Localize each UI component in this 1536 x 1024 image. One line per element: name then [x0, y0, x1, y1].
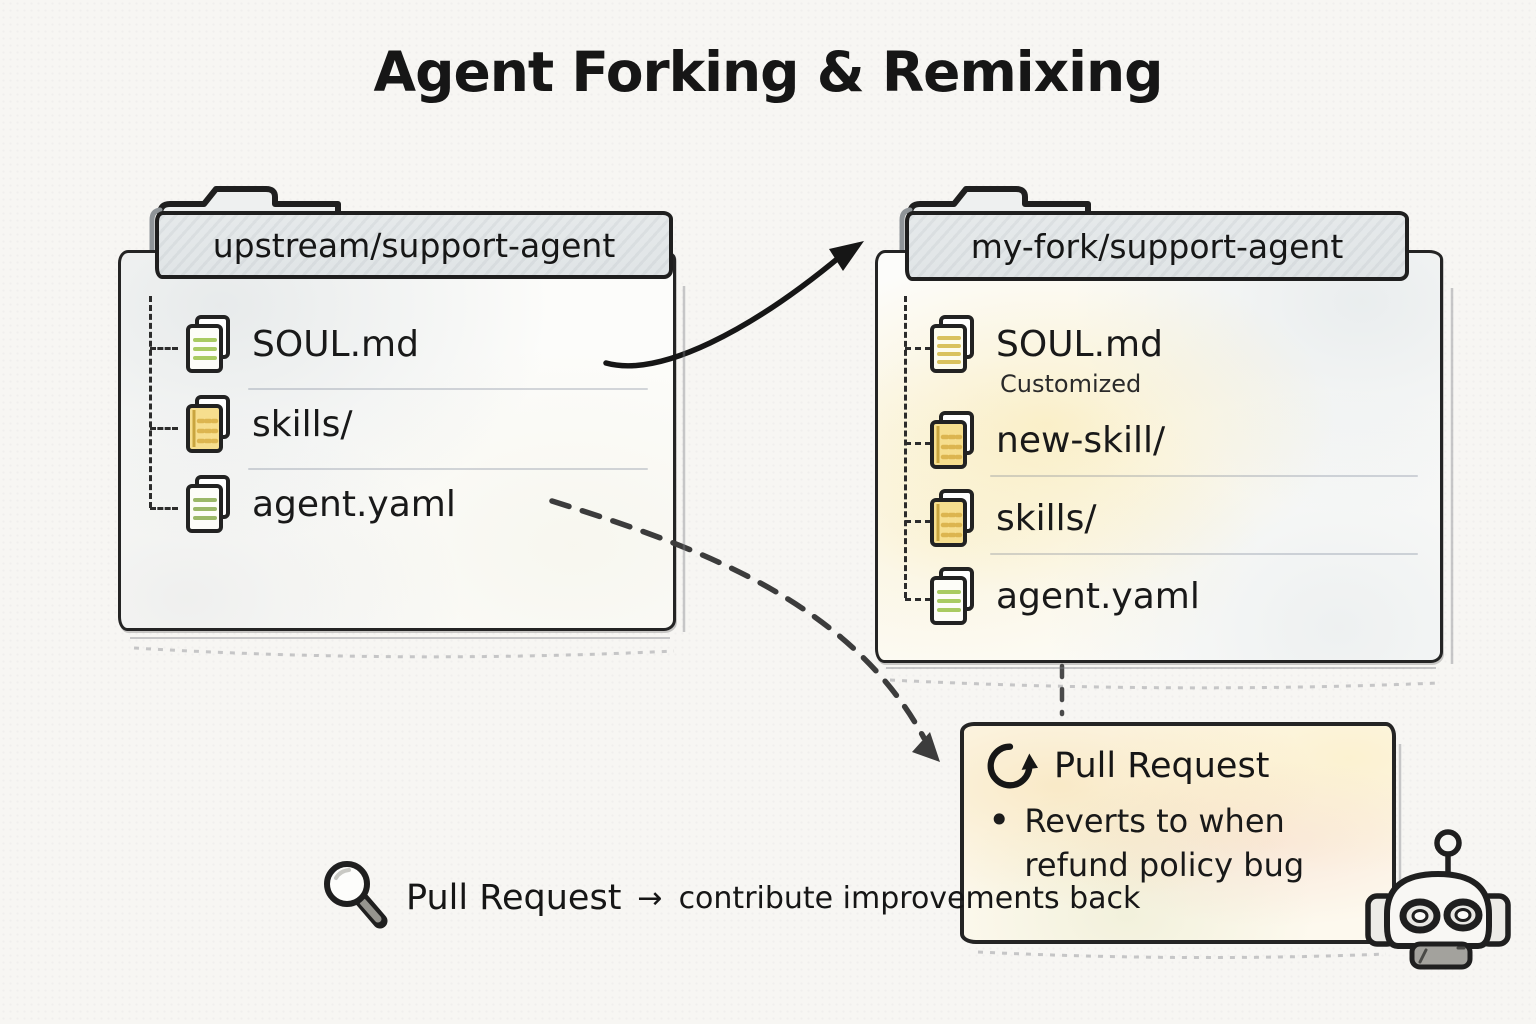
left-tree-line	[149, 296, 152, 508]
sync-circular-arrow-icon	[987, 743, 1038, 789]
caption-lead: Pull Request	[406, 878, 622, 918]
diagram-title: Agent Forking & Remixing	[373, 40, 1164, 104]
left-tree-branch	[150, 347, 178, 350]
right-repo-tab: my-fork/support-agent	[905, 211, 1409, 281]
folder-files-yellow-icon	[930, 489, 974, 547]
right-repo-name: my-fork/support-agent	[970, 226, 1344, 266]
right-tree-line	[904, 296, 907, 598]
file-label: skills/	[996, 497, 1097, 539]
caption: Pull Request → contribute improvements b…	[318, 858, 1140, 938]
document-green-lines-icon	[186, 475, 230, 533]
left-tree-branch	[150, 507, 178, 510]
right-tree-branch	[905, 347, 931, 350]
file-row: SOUL.md	[184, 314, 419, 374]
right-tree-branch	[905, 442, 931, 445]
row-separator	[248, 388, 648, 390]
robot-head-icon	[1365, 829, 1511, 970]
file-row: new-skill/	[928, 410, 1165, 470]
pull-request-bullet: • Reverts to when refund policy bug	[988, 798, 1304, 887]
file-label: new-skill/	[996, 419, 1166, 461]
file-row: skills/	[184, 394, 353, 454]
file-row: SOUL.md	[928, 314, 1163, 374]
caption-rest: contribute improvements back	[678, 880, 1141, 916]
bullet-line-2: refund policy bug	[1024, 845, 1305, 884]
row-separator	[248, 468, 648, 470]
file-label: agent.yaml	[996, 575, 1200, 617]
file-note-customized: Customized	[1000, 370, 1142, 398]
document-green-lines-icon	[930, 567, 974, 625]
pull-request-box	[960, 722, 1396, 944]
file-row: agent.yaml	[184, 474, 456, 534]
document-green-lines-icon	[186, 315, 230, 373]
document-yellow-lines-icon	[930, 315, 974, 373]
folder-files-yellow-icon	[930, 411, 974, 469]
pull-request-title: Pull Request	[1054, 746, 1270, 786]
left-repo-tab: upstream/support-agent	[155, 211, 673, 279]
file-label: skills/	[252, 403, 353, 445]
row-separator	[990, 553, 1418, 555]
bullet-dot: •	[988, 798, 1011, 842]
bullet-text: Reverts to when refund policy bug	[1024, 800, 1304, 887]
magnifier-icon	[324, 861, 388, 929]
file-label: SOUL.md	[252, 323, 419, 365]
file-label: SOUL.md	[996, 323, 1163, 365]
pull-request-header: Pull Request	[982, 738, 1269, 794]
file-label: agent.yaml	[252, 483, 456, 525]
left-repo-name: upstream/support-agent	[212, 225, 616, 265]
file-row: skills/	[928, 488, 1097, 548]
file-row: agent.yaml	[928, 566, 1200, 626]
folder-files-yellow-icon	[186, 395, 230, 453]
left-tree-branch	[150, 427, 178, 430]
caption-arrow: →	[637, 880, 663, 916]
bullet-line-1: Reverts to when	[1024, 802, 1285, 840]
row-separator	[990, 475, 1418, 477]
